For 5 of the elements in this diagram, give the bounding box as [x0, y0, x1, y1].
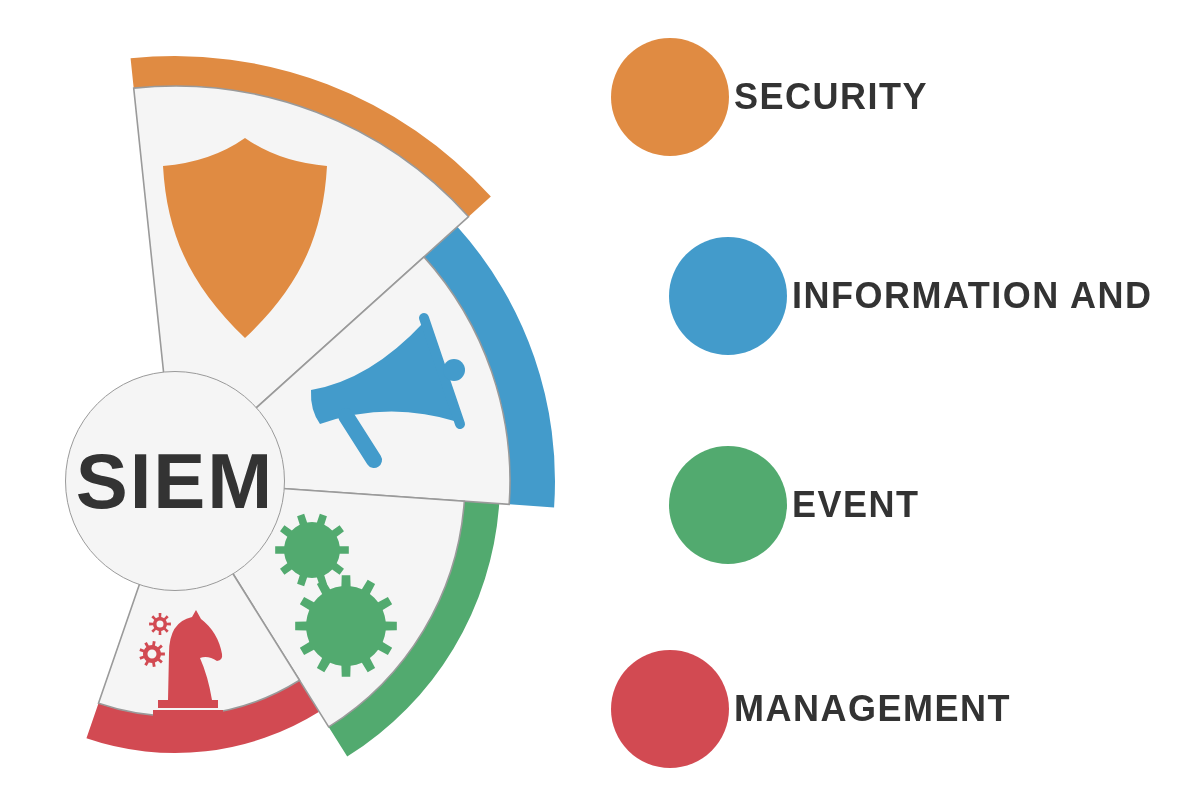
legend-label: INFORMATION AND [792, 274, 1153, 318]
legend-label: MANAGEMENT [734, 687, 1011, 731]
legend-label: EVENT [792, 483, 920, 527]
legend-label: SECURITY [734, 75, 929, 119]
hub-circle: SIEM [65, 371, 285, 591]
